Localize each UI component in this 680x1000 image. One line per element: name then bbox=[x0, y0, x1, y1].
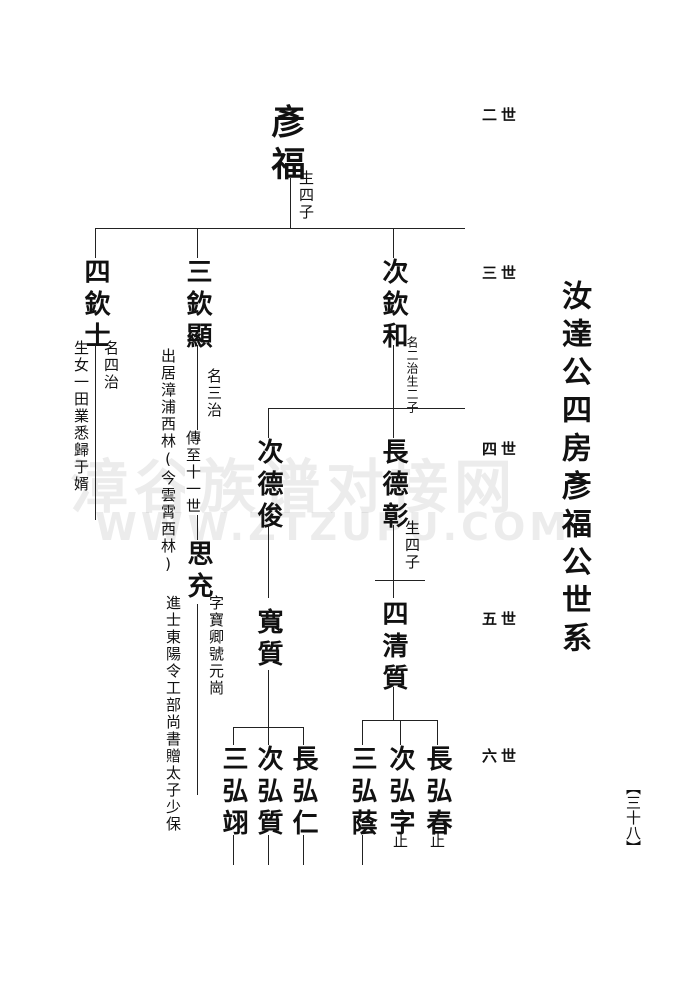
connector-line bbox=[393, 687, 394, 720]
person-note: 名二治生二子 bbox=[405, 336, 419, 414]
person-hongyin: 三弘蔭 bbox=[347, 745, 377, 841]
person-note: 止 bbox=[428, 833, 446, 850]
person-hongchun: 長弘春 bbox=[422, 745, 452, 841]
person-qinxian: 三欽顯 bbox=[182, 258, 212, 354]
person-dezhang: 長德彰 bbox=[378, 438, 408, 534]
watermark-text: 漳谷族谱对接网 bbox=[70, 453, 519, 521]
person-qinshi: 四欽士 bbox=[80, 258, 110, 354]
person-note: 生四子 bbox=[297, 170, 315, 221]
generation-marker: 四世 bbox=[482, 440, 521, 458]
person-qinhe: 次欽和 bbox=[378, 258, 408, 354]
person-hongren: 長弘仁 bbox=[288, 745, 318, 841]
connector-line bbox=[393, 228, 394, 258]
connector-line bbox=[95, 345, 96, 520]
person-note: 傳至十一世 bbox=[184, 430, 202, 515]
generation-marker: 三世 bbox=[482, 264, 521, 282]
connector-line bbox=[95, 228, 465, 229]
connector-line bbox=[393, 408, 394, 438]
person-yanfu: 彥福 bbox=[265, 104, 305, 188]
connector-line bbox=[393, 345, 394, 408]
person-kuanzhi: 寬質 bbox=[253, 608, 283, 672]
connector-line bbox=[400, 720, 401, 745]
person-note: 止 bbox=[391, 833, 409, 850]
person-note: 名四治 bbox=[102, 340, 120, 391]
connector-line bbox=[233, 727, 234, 745]
person-dejun: 次德俊 bbox=[253, 438, 283, 534]
connector-line bbox=[233, 835, 234, 865]
person-hongzhi: 次弘質 bbox=[253, 745, 283, 841]
person-note: 字寶卿號元崗 bbox=[207, 595, 225, 697]
person-hongyi: 三弘翊 bbox=[218, 745, 248, 841]
person-note: 生女一田業悉歸于婿 bbox=[72, 340, 90, 493]
connector-line bbox=[303, 835, 304, 865]
connector-line bbox=[393, 580, 394, 598]
person-note: 出居漳浦西林(今雲霄西林) bbox=[159, 348, 177, 575]
connector-line bbox=[268, 408, 269, 438]
person-qingzhi: 四清質 bbox=[378, 600, 408, 696]
generation-marker: 六世 bbox=[482, 747, 521, 765]
connector-line bbox=[375, 580, 425, 581]
connector-line bbox=[268, 408, 465, 409]
person-note: 生四子 bbox=[403, 520, 421, 571]
page-title: 汝達公四房彥福公世系 bbox=[556, 280, 591, 660]
connector-line bbox=[268, 670, 269, 720]
connector-line bbox=[268, 525, 269, 598]
person-note: 名三治 bbox=[205, 368, 223, 419]
connector-line bbox=[268, 720, 269, 745]
connector-line bbox=[95, 228, 96, 258]
person-sichong: 思充 bbox=[183, 540, 213, 604]
person-hongzi: 次弘字 bbox=[385, 745, 415, 841]
connector-line bbox=[303, 727, 304, 745]
connector-line bbox=[437, 720, 438, 745]
connector-line bbox=[393, 525, 394, 580]
connector-line bbox=[197, 228, 198, 258]
connector-line bbox=[362, 835, 363, 865]
connector-line bbox=[362, 720, 363, 745]
person-note: 進士東陽令工部尚書贈太子少保 bbox=[164, 595, 182, 833]
generation-marker: 五世 bbox=[482, 610, 521, 628]
connector-line bbox=[290, 178, 291, 228]
generation-marker: 二世 bbox=[482, 106, 521, 124]
watermark-url: WWW.ZTZUPU.COM bbox=[95, 505, 572, 549]
connector-line bbox=[268, 835, 269, 865]
page-number: 【三十八】 bbox=[624, 780, 642, 855]
